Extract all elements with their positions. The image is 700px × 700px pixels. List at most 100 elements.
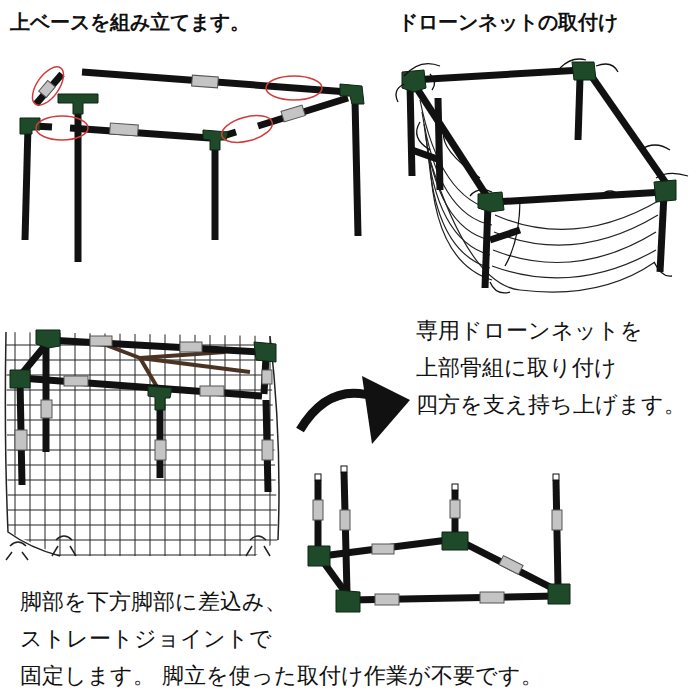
frame-pipe [355,100,358,236]
joint [36,330,60,348]
step-heading: 上ベースを組み立てます。 [10,10,250,34]
joint [442,532,468,550]
net-cord [656,173,688,178]
sleeve [15,430,27,450]
sleeve [313,500,562,605]
sleeve [375,594,399,605]
joint [308,546,330,566]
step-note: 専用ドローンネットを 上部骨組に取り付け 四方を支え持ち上げます。 [416,318,686,417]
joint [402,62,676,212]
sleeve [340,510,350,530]
pin-tip [315,474,321,480]
net-edge [52,536,76,556]
net-cord [560,59,586,68]
joint [478,192,504,212]
step-heading-box: ドローンネットの取付け [398,8,694,36]
step-arrow [300,376,410,444]
frame-pipe [462,542,556,590]
sleeve [262,440,273,460]
net-edge [5,332,279,560]
net-edge [270,336,279,540]
net-mesh [15,330,270,560]
step-note: 脚部を下方脚部に差込み、 ストレートジョイントで 固定します。 脚立を使った取付… [20,589,543,688]
frame-pipe [25,72,358,262]
step-note-box: 専用ドローンネットを 上部骨組に取り付け 四方を支え持ち上げます。 [416,312,690,423]
net-edge [5,332,60,556]
joint [308,532,570,612]
net-edge [6,542,28,560]
frame-pipe [212,142,219,240]
frame-pipe [82,72,348,92]
frame-pipe [410,70,668,288]
highlight-circle [219,111,275,148]
pin-tip [452,484,458,490]
step-heading: ドローンネットの取付け [398,10,618,34]
step-heading-box: 上ベースを組み立てます。 [10,8,310,36]
sleeve [180,342,202,352]
net-cord [417,122,430,150]
frame-pipe [43,344,50,452]
frame-pipe [590,74,668,186]
frame-pipe [20,378,262,396]
sleeve [450,500,460,518]
sleeve [41,400,52,418]
sleeve [262,370,272,384]
sleeve [110,123,139,136]
sleeve [192,75,219,88]
step-arrow [362,376,410,444]
joint [654,180,676,202]
sleeve [39,80,56,97]
joint [20,84,364,150]
net-cord [490,282,510,293]
frame-pipe [556,480,558,586]
pin-tip [341,466,347,472]
frame-pipe [70,128,210,138]
frame-pipe [25,126,28,240]
net-cord [600,191,620,196]
frame-pipe [485,204,488,288]
net-cord [404,64,440,76]
joint [548,584,570,604]
frame-pipe [410,84,412,176]
frame-pipe [48,340,262,352]
frame-pipe [438,98,440,190]
frame-pipe [318,472,558,600]
wrap-spacer [298,583,690,657]
pin-tip [315,466,559,490]
sleeve [499,556,523,575]
joint [572,62,596,80]
sleeve [15,336,273,460]
pin-tip [553,474,559,480]
joint [58,94,98,114]
frame-pipe [660,194,664,272]
sleeve [313,500,323,520]
highlight-circle [26,62,322,148]
net-cord [505,198,520,266]
net-mesh [0,345,290,555]
sleeve [90,336,112,346]
highlight-circle [266,76,322,100]
hanging-net [430,160,655,292]
frame-pipe [412,150,440,160]
net-cord [396,59,688,293]
sleeve [39,75,306,136]
frame-pipe [75,102,82,262]
joint [10,330,276,410]
sleeve [64,376,88,386]
hanging-net [493,232,656,262]
net-cord [430,74,435,90]
sleeve [372,544,394,554]
lift-cord [140,352,225,358]
lift-cord [140,358,250,372]
sleeve [480,592,504,603]
frame-pipe [344,472,347,592]
highlight-circle [36,116,88,140]
net-cord [396,84,404,102]
joint [336,590,360,612]
sleeve [281,105,305,122]
sleeve [155,440,166,460]
joint [402,70,426,92]
sleeve [552,510,562,530]
net-mesh [0,330,290,560]
net-cord [596,64,618,72]
